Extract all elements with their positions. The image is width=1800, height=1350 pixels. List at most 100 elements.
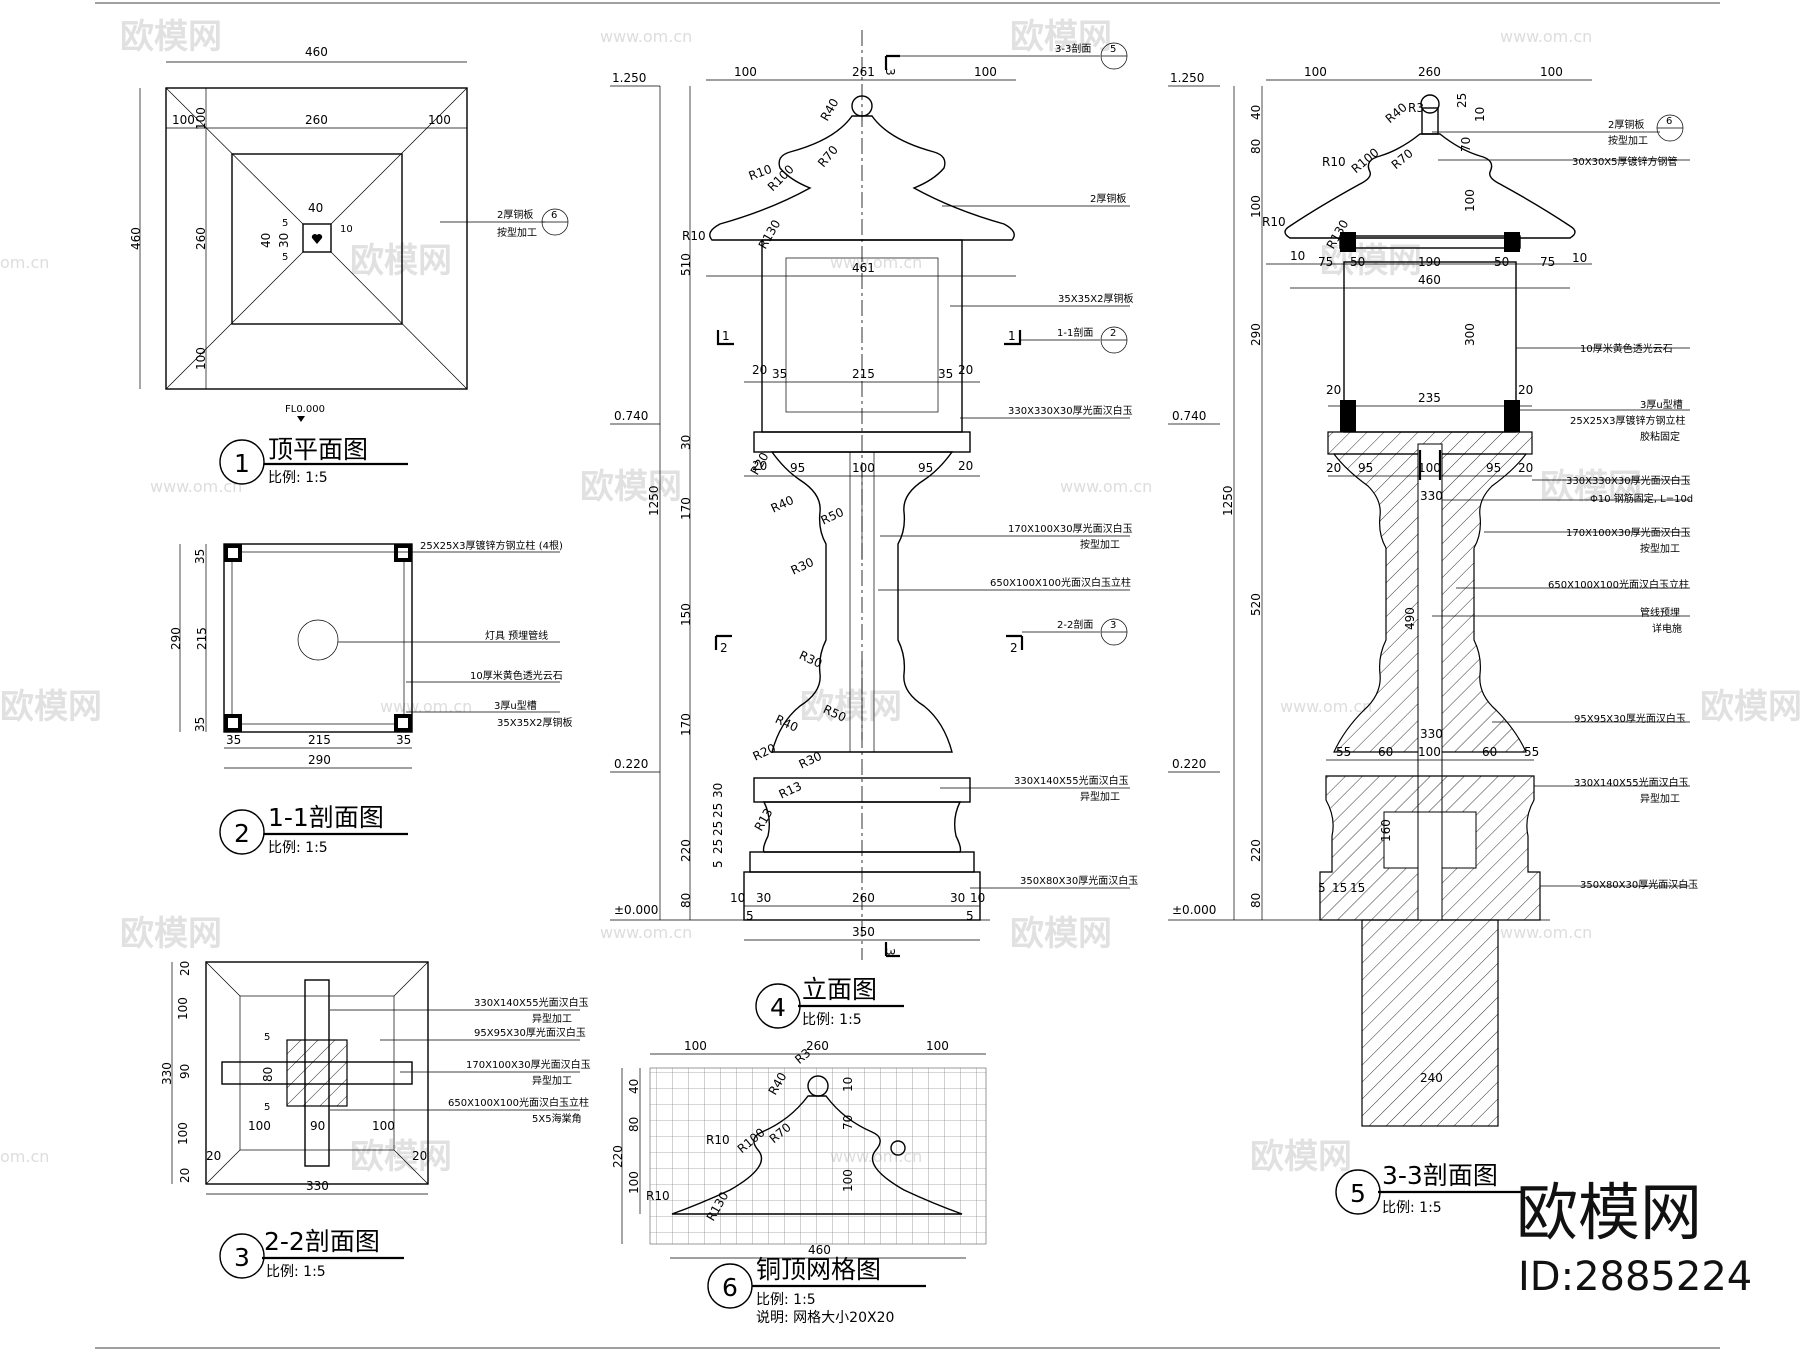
dim5-20-c: 20 bbox=[1326, 461, 1341, 475]
dim-35-a: 35 bbox=[226, 733, 241, 747]
note-block-stone: 95X95X30厚光面汉白玉 bbox=[474, 1026, 586, 1039]
wm-url-9: www.om.cn bbox=[600, 923, 692, 942]
dim5-v490: 490 bbox=[1403, 607, 1417, 630]
dim6-v220: 220 bbox=[611, 1145, 625, 1168]
note-post-stone: 650X100X100光面汉白玉立柱 bbox=[448, 1096, 589, 1109]
dim-10: 10 bbox=[340, 224, 353, 235]
dim5-v80-b: 80 bbox=[1249, 893, 1263, 908]
brand-block: 欧模网 ID:2885224 bbox=[1516, 1176, 1752, 1300]
note5-bracket: 170X100X30厚光面汉白玉 bbox=[1566, 526, 1691, 539]
dim5-95-a: 95 bbox=[1358, 461, 1373, 475]
dim-40-a: 40 bbox=[308, 201, 323, 215]
view-2-title: 2 1-1剖面图 比例: 1:5 bbox=[219, 803, 408, 856]
dim5-20-d: 20 bbox=[1518, 461, 1533, 475]
note5-bracket-shape: 按型加工 bbox=[1640, 542, 1680, 555]
radius-r30: R30 bbox=[789, 555, 816, 578]
note-bracket-stone: 170X100X30厚光面汉白玉 bbox=[466, 1058, 591, 1071]
section-mark-2-left: 2 bbox=[720, 641, 728, 655]
dim5-55-b: 55 bbox=[1524, 745, 1539, 759]
wm-url-11: om.cn bbox=[0, 1147, 49, 1166]
dim-35-va: 35 bbox=[193, 549, 207, 564]
dim-b260: 260 bbox=[852, 891, 875, 905]
wm-7: 欧模网 bbox=[0, 687, 102, 727]
dim5-v25: 25 bbox=[1455, 93, 1469, 108]
dim-v5: 5 bbox=[711, 860, 725, 868]
wm-url-1: www.om.cn bbox=[600, 27, 692, 46]
brand-id: ID:2885224 bbox=[1518, 1254, 1752, 1300]
level-0740: 0.740 bbox=[614, 409, 648, 423]
dim-260: 260 bbox=[305, 113, 328, 127]
radius-r13-a: R13 bbox=[777, 779, 804, 802]
dim-330: 330 bbox=[306, 1179, 329, 1193]
dim-s80: 80 bbox=[261, 1067, 275, 1082]
dim5-v300: 300 bbox=[1463, 323, 1477, 346]
dim5-330-b: 330 bbox=[1420, 727, 1443, 741]
dim-v20-a: 20 bbox=[178, 961, 192, 976]
dim-5-a: 5 bbox=[282, 218, 288, 229]
wm-url-7: www.om.cn bbox=[380, 697, 472, 716]
note5-stone: 10厚米黄色透光云石 bbox=[1580, 342, 1673, 355]
note-copper-shape: 按型加工 bbox=[497, 226, 537, 239]
note5-post: 650X100X100光面汉白玉立柱 bbox=[1548, 578, 1689, 591]
dim-30: 30 bbox=[277, 233, 291, 248]
dim-100-b: 100 bbox=[428, 113, 451, 127]
view-top-plan: 460 100 260 100 460 100 260 100 40 40 30… bbox=[129, 45, 569, 422]
wm-url-8: www.om.cn bbox=[1280, 697, 1372, 716]
dim5-235: 235 bbox=[1418, 391, 1441, 405]
note-corner: 5X5海棠角 bbox=[532, 1112, 582, 1125]
dim-290: 290 bbox=[308, 753, 331, 767]
radius6-r10: R10 bbox=[706, 1133, 730, 1147]
note-plate: 35X35X2厚铜板 bbox=[1058, 292, 1134, 305]
dim-20-b: 20 bbox=[958, 363, 973, 377]
note5-base-1: 330X140X55光面汉白玉 bbox=[1574, 776, 1689, 789]
dim6-v70: 70 bbox=[841, 1115, 855, 1130]
view-5-scale: 比例: 1:5 bbox=[1382, 1200, 1442, 1216]
view-6-grid-note: 说明: 网格大小20X20 bbox=[756, 1310, 894, 1326]
view-4-title: 4 立面图 比例: 1:5 bbox=[755, 975, 904, 1029]
dim5-60-b: 60 bbox=[1482, 745, 1497, 759]
note-bracket-shape: 按型加工 bbox=[1080, 538, 1120, 551]
dim-35-b: 35 bbox=[938, 367, 953, 381]
section-mark-1-right: 1 bbox=[1008, 329, 1016, 343]
note-steel-post: 25X25X3厚镀锌方钢立柱 (4根) bbox=[420, 539, 563, 552]
dim5-v1250: 1250 bbox=[1221, 485, 1235, 516]
level-triangle-icon bbox=[297, 416, 305, 422]
level-000: ±0.000 bbox=[614, 903, 658, 917]
ref5-circle-6: 6 bbox=[1666, 116, 1672, 127]
ref-circle-6: 6 bbox=[551, 210, 557, 221]
ref-circle-3: 3 bbox=[1110, 620, 1116, 631]
dim6-v10: 10 bbox=[841, 1077, 855, 1092]
dim-260-v: 260 bbox=[194, 227, 208, 250]
dim5-10-b: 10 bbox=[1572, 251, 1587, 265]
radius-r13-b: R13 bbox=[752, 806, 776, 833]
wm-11: 欧模网 bbox=[1010, 914, 1112, 954]
dim-v20-b: 20 bbox=[178, 1168, 192, 1183]
wm-1: 欧模网 bbox=[120, 17, 222, 57]
dim-v30-b: 30 bbox=[711, 783, 725, 798]
dim5-20-b: 20 bbox=[1518, 383, 1533, 397]
radius-r50: R50 bbox=[819, 505, 846, 528]
note-section-1-1: 1-1剖面 bbox=[1057, 326, 1093, 339]
dim-top-100-b: 100 bbox=[974, 65, 997, 79]
note5-base-2: 350X80X30厚光面汉白玉 bbox=[1580, 878, 1698, 891]
wm-10: 欧模网 bbox=[120, 914, 222, 954]
dim6-v100-b: 100 bbox=[841, 1169, 855, 1192]
dim-20-d: 20 bbox=[958, 459, 973, 473]
dim-b10-a: 10 bbox=[730, 891, 745, 905]
dim5-100: 100 bbox=[1418, 461, 1441, 475]
dim5-95-b: 95 bbox=[1486, 461, 1501, 475]
note5-steel: 25X25X3厚镀锌方钢立柱 bbox=[1570, 414, 1686, 427]
note-lamp: 灯具 预埋管线 bbox=[485, 629, 548, 642]
dim-v100-b: 100 bbox=[176, 1122, 190, 1145]
floor-level-label: FL0.000 bbox=[285, 404, 325, 415]
note5-tube: 30X30X5厚镀锌方钢管 bbox=[1572, 155, 1678, 168]
dim-5-b: 5 bbox=[282, 252, 288, 263]
radius5-r10-b: R10 bbox=[1262, 215, 1286, 229]
note-top-stone: 330X330X30厚光面汉白玉 bbox=[1008, 404, 1133, 417]
dim5-10-a: 10 bbox=[1290, 249, 1305, 263]
note5-block: 95X95X30厚光面汉白玉 bbox=[1574, 712, 1686, 725]
ref-circle-2: 2 bbox=[1110, 328, 1116, 339]
dim5-460: 460 bbox=[1418, 273, 1441, 287]
note-copper: 2厚铜板 bbox=[1090, 192, 1126, 205]
dim-b350: 350 bbox=[852, 925, 875, 939]
